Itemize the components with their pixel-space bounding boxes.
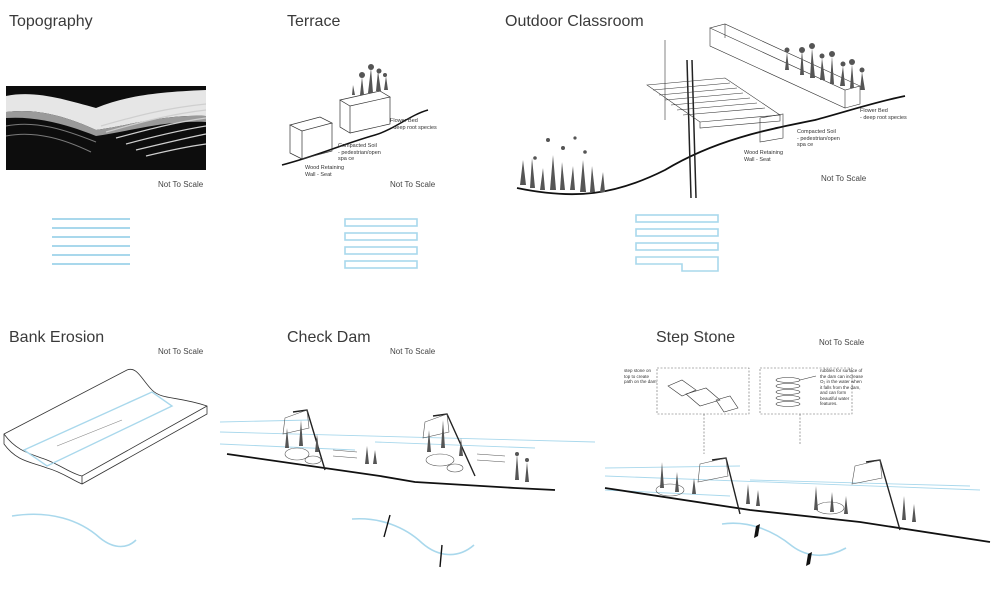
bank-erosion-model-drawing	[3, 368, 208, 485]
terrace-scale-note: Not To Scale	[390, 180, 436, 189]
topography-model-image	[5, 86, 207, 170]
topography-scale-note: Not To Scale	[158, 180, 204, 189]
classroom-scale-note: Not To Scale	[821, 174, 867, 183]
step-stone-title: Step Stone	[656, 329, 736, 346]
check-dam-scale-note: Not To Scale	[390, 347, 436, 356]
step-stone-detail-boxes	[656, 367, 853, 454]
outdoor-classroom-section-drawing	[516, 23, 906, 199]
check-dam-section-drawing	[219, 409, 596, 491]
outdoor-classroom-title: Outdoor Classroom	[505, 13, 644, 30]
bank-erosion-pattern-icon	[11, 513, 137, 548]
step-stone-section-drawing	[604, 457, 991, 543]
terrace-pattern-icon	[344, 218, 418, 269]
check-dam-title: Check Dam	[287, 329, 371, 346]
check-dam-pattern-icon	[351, 514, 475, 568]
step-stone-scale-note: Not To Scale	[819, 338, 865, 347]
step-stone-note-left: step stone on top to create path on the …	[624, 368, 657, 384]
terrace-title: Terrace	[287, 13, 341, 30]
terrace-section-drawing	[281, 64, 429, 166]
topography-pattern-icon	[52, 218, 130, 265]
step-stone-note-right: rubbles for surface of the dam can incre…	[820, 368, 864, 406]
bank-erosion-scale-note: Not To Scale	[158, 347, 204, 356]
terrace-flower-bed-label: Flower Bed- deep root species	[390, 118, 437, 131]
topography-title: Topography	[9, 13, 93, 30]
classroom-flower-bed-label: Flower Bed- deep root species	[860, 108, 907, 121]
bank-erosion-title: Bank Erosion	[9, 329, 105, 346]
classroom-pattern-icon	[635, 214, 719, 272]
step-stone-pattern-icon	[721, 522, 847, 566]
